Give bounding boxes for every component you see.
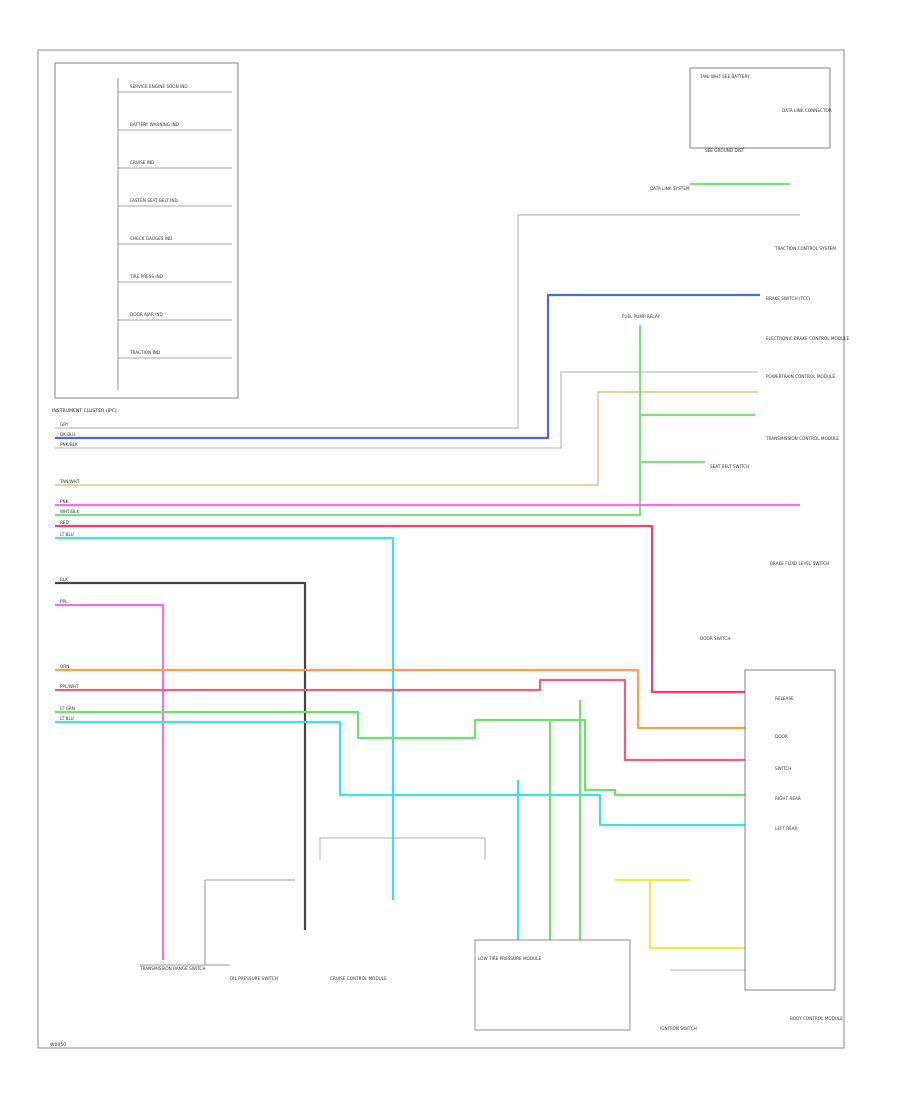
wire-grn (55, 325, 642, 517)
cluster-pin-label: WHT/BLK (60, 509, 79, 514)
dlc-system-label: DATA LINK SYSTEM (650, 186, 690, 191)
seat-belt-label: SEAT BELT SWITCH (710, 464, 749, 469)
wire-dk-blu (55, 293, 760, 440)
cluster-indicator-label: TIRE PRESS IND (129, 274, 163, 279)
cluster-indicator-label: CRUISE IND (130, 160, 154, 165)
low-tire-label: LOW TIRE PRESSURE MODULE (478, 956, 542, 961)
wire-red (55, 524, 745, 694)
wire-ppl (55, 603, 165, 960)
cluster-pin-label: LT BLU (60, 716, 74, 721)
cluster-indicator-label: CHECK GAUGES IND (130, 236, 172, 241)
instrument-cluster-block: SERVICE ENGINE SOON IND BATTERY WARNING I… (52, 62, 239, 721)
wire-gry-bottom (319, 837, 486, 860)
cluster-pin-label: PNK (60, 499, 69, 504)
traction-label: TRACTION CONTROL SYSTEM (774, 246, 836, 251)
oil-pressure-label: OIL PRESSURE SWITCH (230, 976, 278, 981)
bcm-input-label: RELEASE (775, 696, 794, 701)
bcm-input-label: LEFT REAR (775, 826, 798, 831)
trans-range-label: TRANSMISSION RANGE SWITCH (139, 966, 206, 971)
brake-fluid-label: BRAKE FLUID LEVEL SWITCH (770, 561, 829, 566)
wire-blk (55, 581, 307, 930)
fuel-pump-relay-label: FUEL PUMP RELAY (622, 314, 660, 319)
brake-switch-label: BRAKE SWITCH (TCC) (766, 296, 811, 301)
pcm-label: POWERTRAIN CONTROL MODULE (766, 374, 835, 379)
bcm-input-label: SWITCH (775, 766, 791, 771)
cluster-indicator-label: TRACTION IND (129, 350, 160, 355)
wire-lt-blu (55, 536, 395, 900)
page-frame (37, 49, 845, 1049)
cluster-title: INSTRUMENT CLUSTER (IPC) (52, 408, 117, 414)
ignition-label: IGNITION SWITCH (660, 1026, 697, 1031)
cluster-pin-label: TAN/WHT (59, 479, 80, 484)
wire-orn (55, 668, 745, 730)
cluster-pin-label: BLK (60, 577, 68, 582)
transmission-label: TRANSMISSION CONTROL MODULE (765, 436, 839, 441)
cluster-pin-label: PPL/WHT (60, 684, 79, 689)
bcm-input-label: RIGHT REAR (775, 796, 801, 801)
cruise-label: CRUISE CONTROL MODULE (330, 976, 387, 981)
cluster-pin-label: LT GRN (60, 706, 75, 711)
wire-lt-grn (55, 710, 745, 797)
cluster-pin-label: DK BLU (60, 432, 75, 437)
bottom-modules: LOW TIRE PRESSURE MODULE CRUISE CONTROL … (139, 879, 697, 1031)
dlc-label-1: TAN/ WHT SEE BATTERY (699, 74, 750, 79)
bcm-input-label: DOOR (775, 734, 788, 739)
cluster-pin-label: GRY (60, 422, 69, 427)
cluster-pin-label: ORN (60, 664, 69, 669)
wire-yel (615, 878, 745, 950)
body-control-module-block: RELEASE DOOR SWITCH RIGHT REAR LEFT REAR BOD… (744, 669, 843, 1021)
dlc-block: TAN/ WHT SEE BATTERY DATA LINK CONNECTOR… (650, 67, 836, 251)
footer-code: W0050 (50, 1042, 66, 1048)
dlc-label-2: DATA LINK CONNECTOR (782, 108, 832, 113)
cluster-pin-label: RED (60, 520, 69, 525)
wire-tan (55, 390, 758, 487)
wire-lt-blu2 (55, 720, 745, 827)
wires (55, 182, 800, 971)
wire-gry2 (55, 371, 758, 449)
cluster-pin-label: LT BLU (60, 532, 74, 537)
elec-brake-label: ELECTRONIC BRAKE CONTROL MODULE (766, 336, 849, 341)
cluster-pin-label: PNK/BLK (60, 442, 78, 447)
wire-ppl-wht (55, 678, 745, 762)
cluster-pin-label: PPL (60, 599, 68, 604)
wire-gry (55, 214, 800, 429)
cluster-indicator-label: BATTERY WARNING IND (130, 122, 179, 127)
bcm-label: BODY CONTROL MODULE (790, 1016, 843, 1021)
cluster-indicator-label: FASTEN SEAT BELT IND (130, 198, 178, 203)
door-switch-label: DOOR SWITCH (700, 636, 730, 641)
dlc-label-3: SEE GROUND DIST (705, 148, 745, 153)
cluster-indicator-label: SERVICE ENGINE SOON IND (130, 84, 188, 89)
cluster-indicator-label: DOOR AJAR IND (130, 312, 163, 317)
